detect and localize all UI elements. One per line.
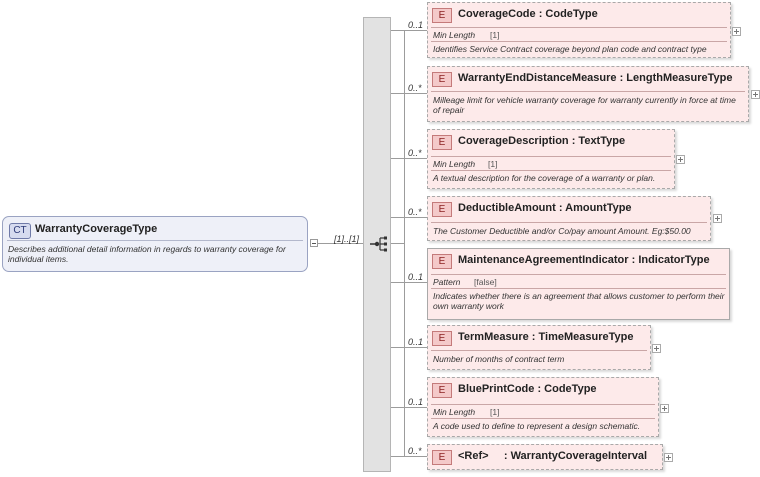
divider	[431, 156, 671, 157]
ct-connector	[318, 243, 363, 244]
element-title: CoverageDescription : TextType	[458, 135, 626, 147]
divider	[431, 41, 727, 42]
divider	[7, 240, 303, 241]
facet-label: Min Length	[433, 407, 476, 417]
element-badge: E	[432, 72, 452, 87]
element-badge: E	[432, 135, 452, 150]
seq-connector	[391, 243, 404, 244]
element-warranty-coverage-interval-ref[interactable]: E <Ref> : WarrantyCoverageInterval	[427, 444, 663, 470]
expand-icon[interactable]	[751, 90, 760, 99]
element-description: Indicates whether there is an agreement …	[433, 291, 725, 311]
element-maintenance-agreement-indicator[interactable]: E MaintenanceAgreementIndicator : Indica…	[427, 248, 730, 320]
divider	[431, 27, 727, 28]
element-warranty-end-distance-measure[interactable]: E WarrantyEndDistanceMeasure : LengthMea…	[427, 66, 749, 122]
element-badge: E	[432, 383, 452, 398]
element-multiplicity: 0..*	[408, 207, 422, 217]
facet-label: Min Length	[433, 159, 476, 169]
branch-6	[391, 407, 427, 408]
sequence-icon	[370, 236, 387, 252]
element-multiplicity: 0..1	[408, 272, 424, 282]
element-badge: E	[432, 450, 452, 465]
element-badge: E	[432, 8, 452, 23]
complex-type-description: Describes additional detail information …	[8, 244, 286, 264]
facet-value: [1]	[488, 159, 498, 169]
element-badge: E	[432, 254, 452, 269]
branch-1	[391, 93, 427, 94]
divider	[431, 222, 707, 223]
element-term-measure[interactable]: E TermMeasure : TimeMeasureType Number o…	[427, 325, 651, 370]
element-multiplicity: 0..*	[408, 446, 422, 456]
divider	[431, 91, 745, 92]
element-multiplicity: 0..*	[408, 83, 422, 93]
element-multiplicity: 0..*	[408, 148, 422, 158]
branch-3	[391, 217, 427, 218]
element-description: Milleage limit for vehicle warranty cove…	[433, 95, 736, 115]
element-title: BluePrintCode : CodeType	[458, 383, 597, 395]
branch-7	[391, 456, 427, 457]
facet-label: Min Length	[433, 30, 476, 40]
facet-value: [1]	[490, 407, 500, 417]
element-description: The Customer Deductible and/or Co/pay am…	[433, 226, 691, 236]
branch-5	[391, 347, 427, 348]
expand-icon[interactable]	[664, 453, 673, 462]
spine-line	[404, 30, 405, 457]
divider	[431, 170, 671, 171]
divider	[431, 274, 726, 275]
branch-4	[391, 282, 427, 283]
sequence-multiplicity: [1]..[1]	[334, 234, 360, 244]
element-description: Identifies Service Contract coverage bey…	[433, 44, 707, 54]
expand-icon[interactable]	[713, 214, 722, 223]
element-badge: E	[432, 202, 452, 217]
facet-value: [1]	[490, 30, 500, 40]
element-title: WarrantyEndDistanceMeasure : LengthMeasu…	[458, 72, 733, 84]
facet-label: Pattern	[433, 277, 461, 287]
divider	[431, 404, 655, 405]
element-coverage-description[interactable]: E CoverageDescription : TextType Min Len…	[427, 129, 675, 189]
element-description: A code used to define to represent a des…	[433, 421, 641, 431]
expand-icon[interactable]	[676, 155, 685, 164]
divider	[431, 418, 655, 419]
element-badge: E	[432, 331, 452, 346]
element-blue-print-code[interactable]: E BluePrintCode : CodeType Min Length [1…	[427, 377, 659, 437]
branch-0	[391, 30, 427, 31]
element-title: TermMeasure : TimeMeasureType	[458, 331, 634, 343]
element-multiplicity: 0..1	[408, 397, 424, 407]
divider	[431, 288, 726, 289]
complex-type-badge: CT	[9, 223, 31, 239]
element-title: <Ref> : WarrantyCoverageInterval	[458, 450, 648, 462]
complex-type-box[interactable]: CT WarrantyCoverageType Describes additi…	[2, 216, 308, 272]
element-deductible-amount[interactable]: E DeductibleAmount : AmountType The Cust…	[427, 196, 711, 241]
expand-icon[interactable]	[652, 344, 661, 353]
collapse-icon[interactable]	[310, 239, 318, 247]
branch-2	[391, 158, 427, 159]
complex-type-name: WarrantyCoverageType	[35, 223, 158, 235]
element-description: Number of months of contract term	[433, 354, 565, 364]
element-multiplicity: 0..1	[408, 20, 424, 30]
expand-icon[interactable]	[660, 404, 669, 413]
element-title: CoverageCode : CodeType	[458, 8, 598, 20]
element-title: MaintenanceAgreementIndicator : Indicato…	[458, 254, 710, 266]
divider	[431, 350, 647, 351]
expand-icon[interactable]	[732, 27, 741, 36]
element-title: DeductibleAmount : AmountType	[458, 202, 632, 214]
facet-value: [false]	[474, 277, 497, 287]
element-description: A textual description for the coverage o…	[433, 173, 656, 183]
element-multiplicity: 0..1	[408, 337, 424, 347]
element-coverage-code[interactable]: E CoverageCode : CodeType Min Length [1]…	[427, 2, 731, 58]
